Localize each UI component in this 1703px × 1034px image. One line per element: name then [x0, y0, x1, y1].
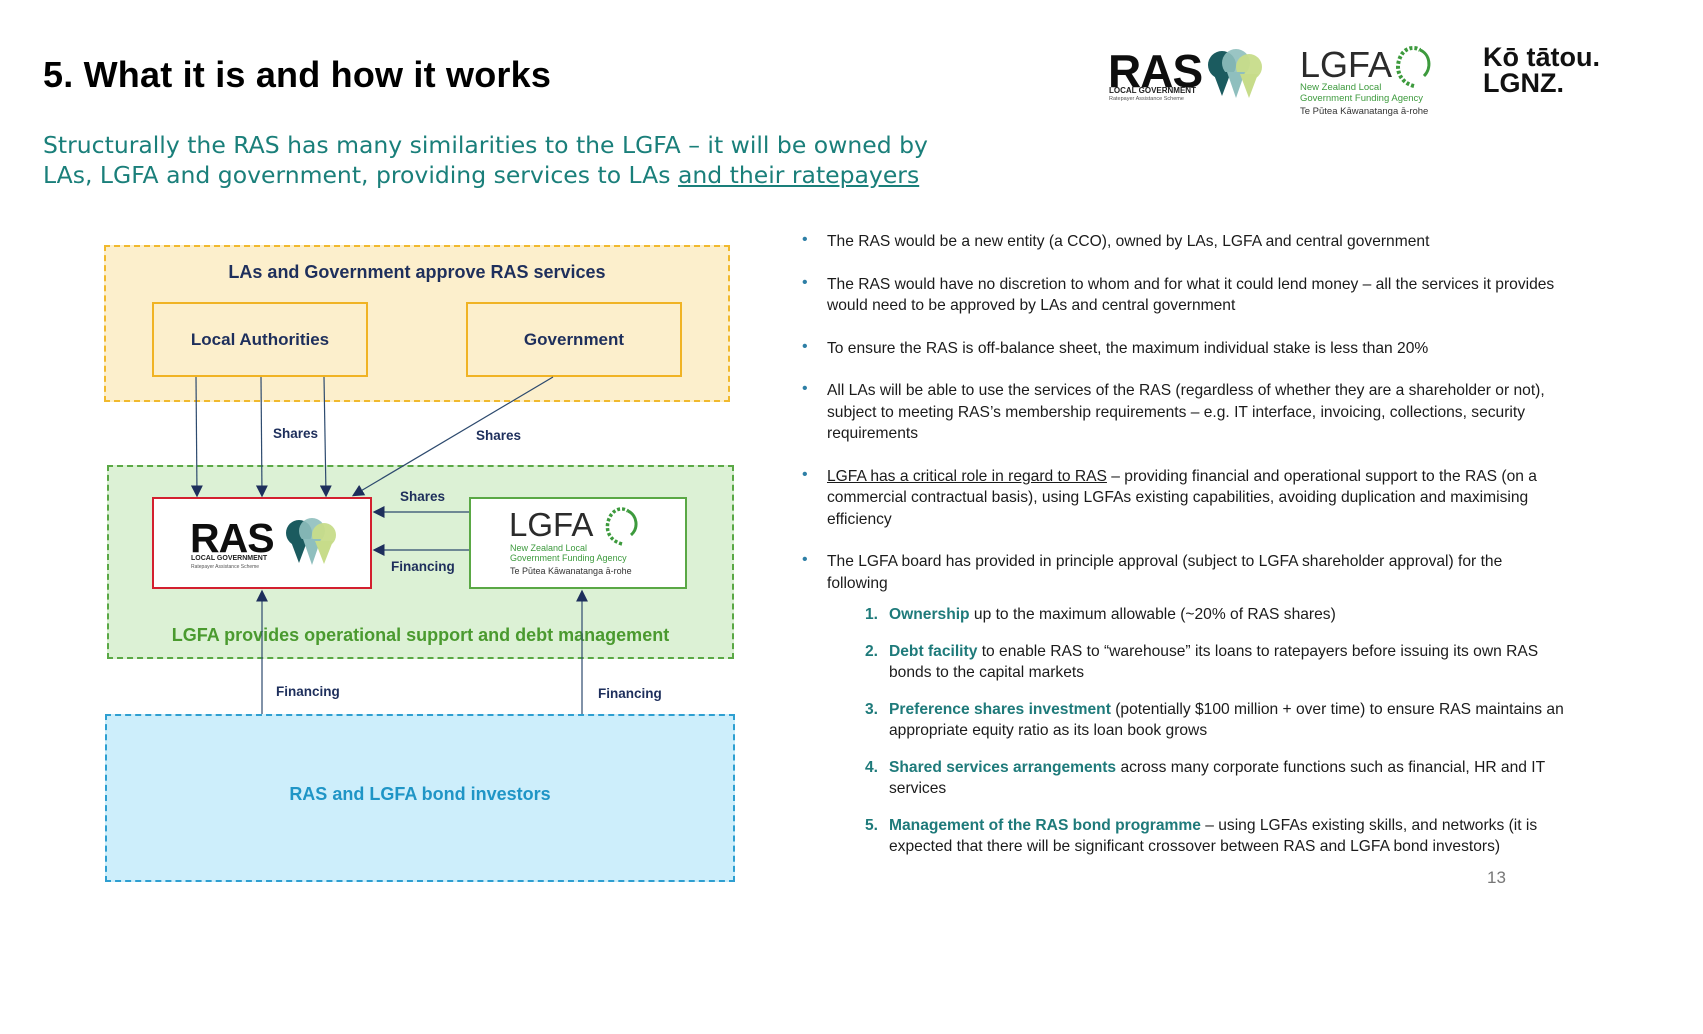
bullet-underlined: LGFA has a critical role in regard to RA… [827, 467, 1107, 485]
item-heading: Shared services arrangements [889, 758, 1117, 776]
item-number: 4. [865, 758, 879, 776]
label-financing-left: Financing [276, 684, 340, 699]
arrow-la-ras-1 [190, 376, 203, 498]
lgfa-node-fern-icon [605, 507, 638, 546]
approval-list: 1. Ownership up to the maximum allowable … [827, 604, 1565, 858]
bullet-text: The LGFA board has provided in principle… [827, 553, 1503, 592]
lgfa-node-line2: Government Funding Agency [510, 553, 627, 563]
ras-logo-mark-icon [1208, 49, 1262, 98]
ras-node-mark-icon [286, 518, 336, 565]
bullet-item: The RAS would have no discretion to whom… [800, 272, 1565, 317]
bond-investors-zone-title: RAS and LGFA bond investors [289, 784, 551, 804]
lgfa-logo-line1: New Zealand Local [1300, 82, 1382, 93]
item-heading: Management of the RAS bond programme [889, 816, 1201, 834]
item-text: – using LGFAs existing skills, and netwo… [889, 816, 1538, 856]
arrow-la-ras-2 [255, 376, 268, 498]
bullet-item: The RAS would be a new entity (a CCO), o… [800, 229, 1565, 253]
lgfa-logo-maori: Te Pūtea Kāwanatanga ā-rohe [1300, 106, 1429, 117]
item-heading: Ownership [889, 606, 970, 623]
numbered-item: 2. Debt facility to enable RAS to “wareho… [827, 641, 1565, 684]
item-number: 2. [865, 642, 879, 660]
bullet-item: To ensure the RAS is off-balance sheet, … [800, 336, 1565, 360]
bullet-text: – providing financial and operational su… [827, 467, 1537, 528]
numbered-item: 4. Shared services arrangements across ma… [827, 757, 1565, 800]
item-number: 5. [865, 816, 879, 834]
lgfa-node [469, 497, 687, 589]
label-shares-lgfa: Shares [400, 489, 446, 504]
ras-logo-line1: LOCAL GOVERNMENT [1109, 86, 1196, 95]
lgfa-node-maori: Te Pūtea Kāwanatanga ā-rohe [510, 566, 632, 576]
label-shares-gov: Shares [476, 428, 522, 443]
key-points: The RAS would be a new entity (a CCO), o… [800, 229, 1565, 858]
subtitle-underlined: and their ratepayers [677, 161, 920, 189]
ras-logo-line2: Ratepayer Assistance Scheme [1109, 96, 1184, 102]
label-shares-la: Shares [273, 426, 319, 441]
lgnz-logo-line1: Kō tātou. [1483, 42, 1600, 72]
bullet-item: The LGFA board has provided in principle… [800, 549, 1565, 858]
lgfa-support-zone-title: LGFA provides operational support and de… [171, 625, 670, 645]
bullet-item: All LAs will be able to use the services… [800, 378, 1565, 445]
approval-zone-title: LAs and Government approve RAS services [228, 262, 606, 282]
lgnz-logo: Kō tātou.LGNZ. [1483, 42, 1600, 98]
ras-node-line2: Ratepayer Assistance Scheme [191, 564, 260, 570]
ras-logo-wordmark: RAS [1108, 45, 1203, 97]
government-node: Government [466, 302, 682, 377]
arrow-gov-ras [351, 376, 554, 497]
item-text: across many corporate functions such as … [889, 758, 1545, 798]
page-number: 13 [1487, 868, 1506, 887]
page-subtitle: Structurally the RAS has many similariti… [43, 130, 943, 190]
ras-node-line1: LOCAL GOVERNMENT [191, 555, 268, 562]
local-authorities-node: Local Authorities [152, 302, 368, 377]
ras-node [152, 497, 372, 589]
subtitle-lead: Structurally the RAS has many similariti… [43, 131, 928, 189]
numbered-item: 5. Management of the RAS bond programme –… [827, 815, 1565, 858]
lgnz-logo-line2: LGNZ. [1483, 68, 1564, 98]
item-text: (potentially $100 million + over time) t… [889, 700, 1564, 740]
lgfa-node-wordmark: LGFA [509, 506, 594, 543]
label-financing-lgfa: Financing [391, 559, 455, 574]
numbered-item: 1. Ownership up to the maximum allowable … [827, 604, 1565, 626]
item-text: to enable RAS to “warehouse” its loans t… [889, 642, 1539, 682]
lgfa-logo-line2: Government Funding Agency [1300, 93, 1424, 104]
label-financing-right: Financing [598, 686, 662, 701]
bond-investors-zone [105, 714, 735, 882]
page-title: 5. What it is and how it works [43, 54, 552, 95]
bullet-item: LGFA has a critical role in regard to RA… [800, 464, 1565, 531]
fern-icon [1396, 45, 1431, 88]
ras-node-wordmark: RAS [190, 515, 275, 561]
item-heading: Preference shares investment [889, 700, 1111, 718]
lgfa-logo-wordmark: LGFA [1300, 44, 1393, 85]
item-number: 3. [865, 700, 879, 718]
item-heading: Debt facility [889, 642, 978, 660]
item-number: 1. [865, 606, 879, 623]
item-text: up to the maximum allowable (~20% of RAS… [969, 606, 1336, 623]
arrow-la-ras-3 [319, 376, 332, 498]
lgfa-node-line1: New Zealand Local [510, 543, 588, 553]
numbered-item: 3. Preference shares investment (potentia… [827, 699, 1565, 742]
